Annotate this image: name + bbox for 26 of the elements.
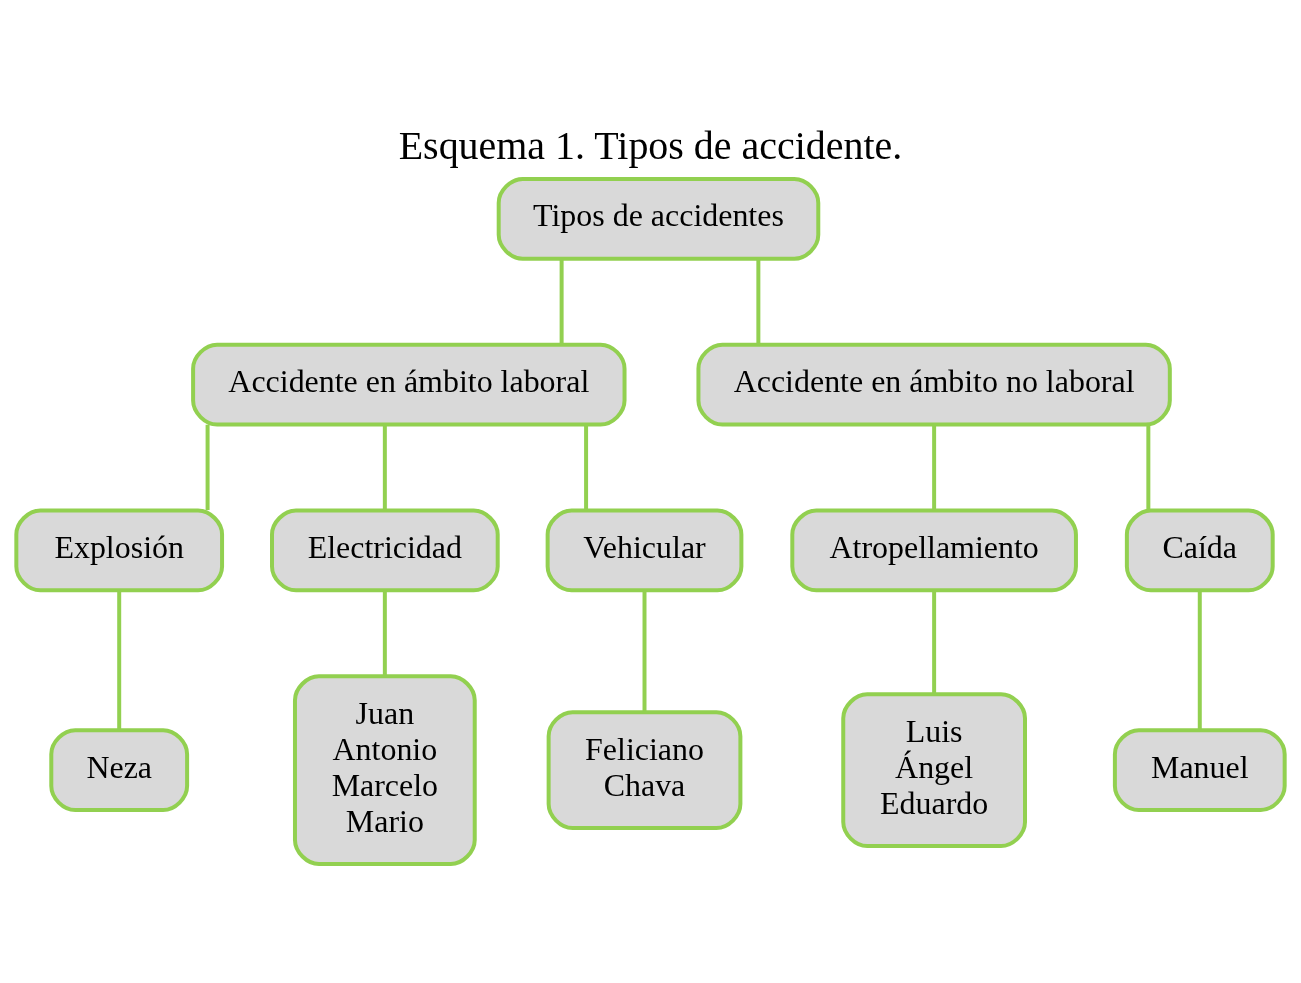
connector: [932, 590, 937, 694]
connector: [205, 424, 210, 511]
node-box: Atropellamiento: [790, 508, 1078, 593]
node-box: Vehicular: [545, 508, 744, 593]
connector: [382, 590, 387, 676]
connector: [642, 590, 647, 712]
connector: [756, 259, 761, 345]
node-box: Explosión: [14, 508, 225, 593]
node-box: Accidente en ámbito laboral: [191, 342, 627, 427]
connector: [584, 424, 589, 511]
connector: [382, 424, 387, 511]
node-box: Accidente en ámbito no laboral: [696, 342, 1172, 427]
connector: [559, 259, 564, 345]
connector: [1197, 590, 1202, 731]
node-box: Caída: [1124, 508, 1275, 593]
node-box: Juan Antonio Marcelo Mario: [292, 674, 477, 866]
connector: [1146, 424, 1151, 511]
node-box: Luis Ángel Eduardo: [841, 692, 1027, 849]
connector: [117, 590, 122, 731]
diagram-title: Esquema 1. Tipos de accidente.: [398, 122, 903, 168]
node-box: Neza: [49, 728, 190, 813]
node-box: Manuel: [1112, 728, 1287, 813]
node-box: Tipos de accidentes: [496, 176, 821, 261]
node-box: Electricidad: [270, 508, 500, 593]
node-box: Feliciano Chava: [546, 710, 743, 831]
connector: [932, 424, 937, 511]
